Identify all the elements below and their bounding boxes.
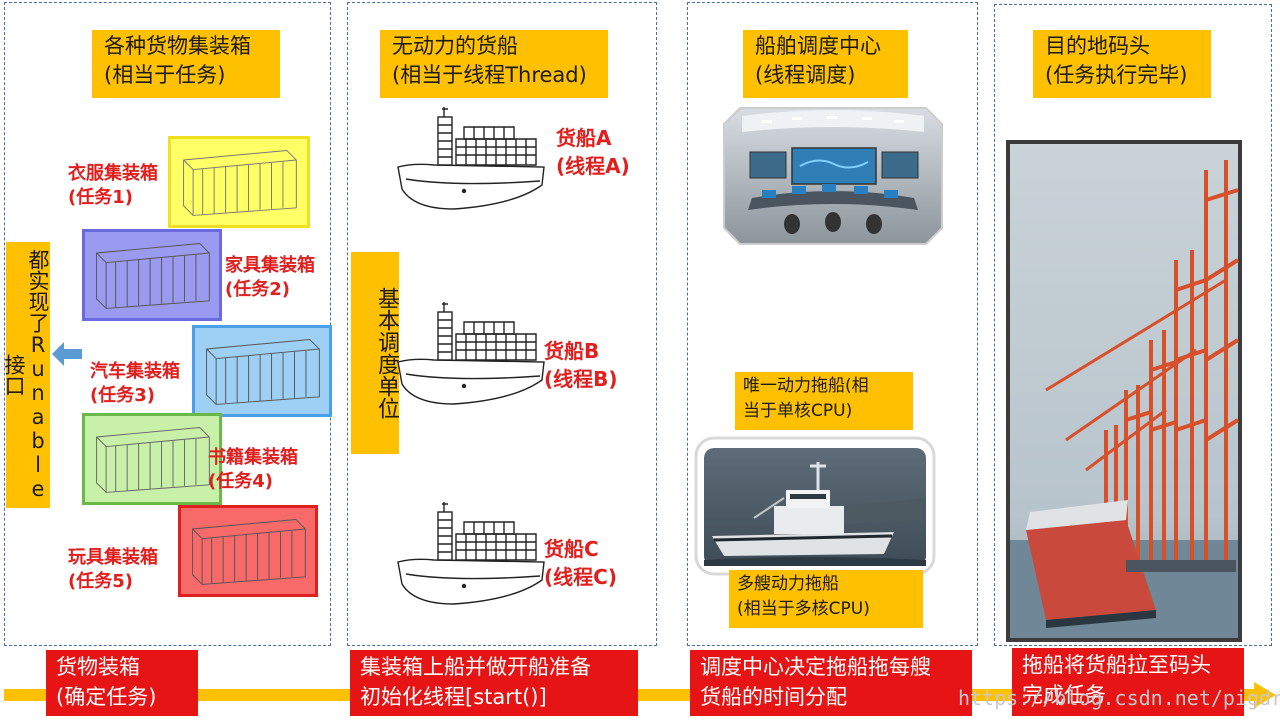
container-label-books: 书籍集装箱 (任务4) [208,447,298,492]
panel-dispatch [687,2,978,646]
cargo-ship-c-icon [397,502,545,605]
step-box-4: 拖船将货船拉至码头 完成任务 [1012,648,1244,716]
container-toys [178,505,318,597]
container-label-toys: 玩具集装箱 (任务5) [68,547,158,592]
panel-containers [4,2,331,646]
panel-dock [994,4,1272,646]
container-label-furniture: 家具集装箱 (任务2) [225,255,315,300]
panel2-title: 无动力的货船 (相当于线程Thread) [380,30,608,98]
container-icon [192,518,306,585]
panel-ships [347,2,657,646]
control-room-image [723,107,943,245]
container-icon [206,338,320,405]
container-furniture [82,229,222,321]
left-arrow-icon [52,342,82,366]
basic-unit-label: 基本调度单位 [351,252,399,454]
ship-label-c: 货船C (线程C) [544,537,617,589]
container-icon [96,242,210,309]
container-icon [96,426,210,493]
container-books [82,413,222,505]
watermark-text: https://blog.csdn.net/pigdream [958,686,1280,710]
step-box-2: 集装箱上船并做开船准备 初始化线程[start()] [350,650,638,716]
runnable-interface-label: 都实现了Runable接口 [2,242,50,508]
dock-cranes-image [1006,140,1242,642]
cargo-ship-a-icon [397,107,545,210]
ship-label-a: 货船A (线程A) [556,126,630,178]
cargo-ship-b-icon [397,302,545,405]
container-clothes [168,136,310,228]
step-box-1: 货物装箱 (确定任务) [46,650,198,716]
ship-label-b: 货船B (线程B) [544,339,618,391]
container-label-clothes: 衣服集装箱 (任务1) [68,163,158,208]
panel4-title: 目的地码头 (任务执行完毕) [1033,30,1211,98]
panel3-title: 船舶调度中心 (线程调度) [743,30,908,98]
single-tug-label: 唯一动力拖船(相 当于单核CPU) [735,372,913,430]
container-label-car: 汽车集装箱 (任务3) [90,361,180,406]
multi-tug-label: 多艘动力拖船 (相当于多核CPU) [729,570,923,628]
tugboat-image [694,436,936,576]
container-icon [183,149,297,216]
step-box-3: 调度中心决定拖船拖每艘 货船的时间分配 [690,650,972,716]
panel1-title: 各种货物集装箱 (相当于任务) [92,30,280,98]
container-car [192,325,332,417]
